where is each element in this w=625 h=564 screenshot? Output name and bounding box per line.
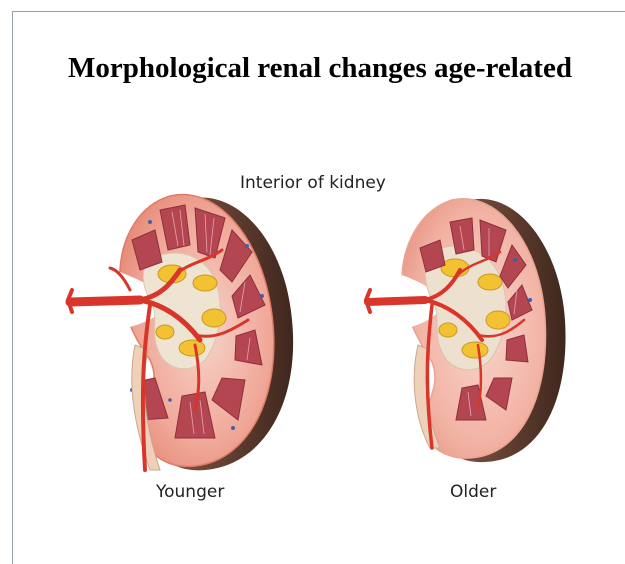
younger-kidney [68, 194, 293, 470]
older-label: Older [450, 482, 496, 502]
interior-of-kidney-label: Interior of kidney [240, 173, 386, 193]
older-kidney [366, 199, 566, 462]
younger-label: Younger [156, 482, 224, 502]
